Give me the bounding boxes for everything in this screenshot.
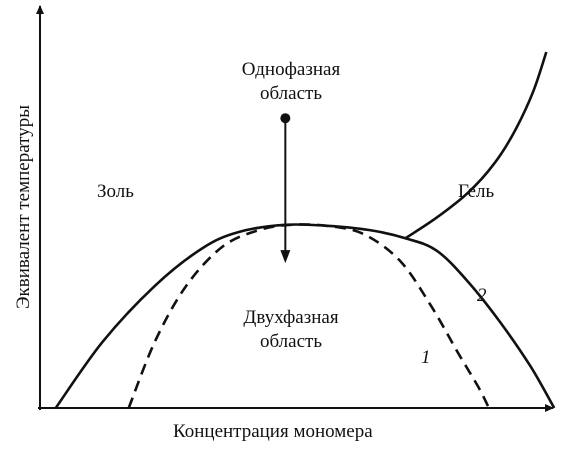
two-phase-label: Двухфазная область bbox=[226, 306, 356, 354]
two-phase-line-1: Двухфазная bbox=[243, 307, 339, 328]
two-phase-line-2: область bbox=[259, 331, 322, 352]
one-phase-label: Однофазная область bbox=[226, 58, 356, 106]
curve-2-label: 2 bbox=[477, 285, 487, 306]
one-phase-line-2: область bbox=[259, 83, 322, 104]
y-axis-label: Эквивалент температуры bbox=[13, 105, 34, 309]
curve-1-label: 1 bbox=[421, 347, 431, 368]
curve-1 bbox=[127, 223, 491, 409]
quench-arrowhead bbox=[280, 250, 291, 264]
curve-gel-boundary bbox=[404, 51, 548, 240]
x-axis-label: Концентрация мономера bbox=[173, 421, 373, 442]
sol-label: Золь bbox=[97, 181, 134, 202]
gel-label: Гель bbox=[458, 181, 495, 202]
one-phase-line-1: Однофазная bbox=[241, 59, 341, 80]
